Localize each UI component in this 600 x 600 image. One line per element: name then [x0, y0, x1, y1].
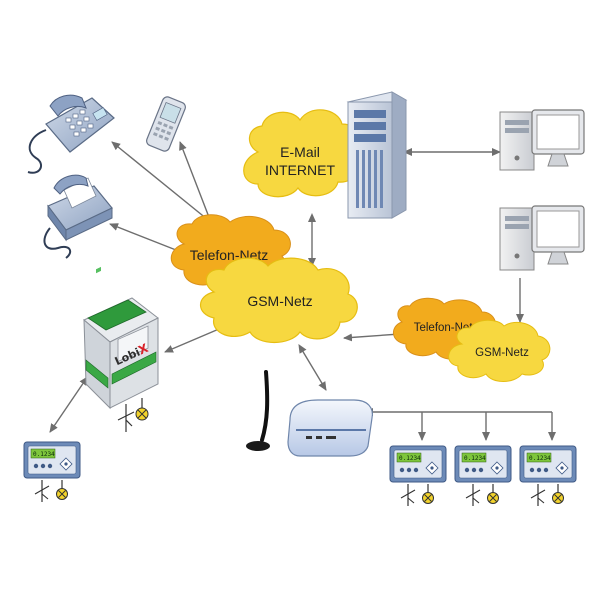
fax-machine-icon: [43, 174, 113, 259]
meter-display-value: 0.1234: [33, 451, 55, 458]
mobile-phone-icon: [146, 96, 186, 152]
arrow-to-mobile: [179, 141, 213, 226]
meter-group: 0.1234 0.1234 0.1234 0.1234: [23, 441, 577, 506]
gsm-antenna-icon: [246, 370, 270, 451]
desktop-pc-icon-top: [499, 109, 585, 171]
lobix-controller-icon: Lobi X: [83, 266, 159, 432]
panel-meter-3-icon: 0.1234: [519, 445, 577, 506]
connections: [49, 141, 556, 441]
server-tower-icon: [346, 91, 408, 219]
gsm-modem-icon: [287, 399, 373, 457]
arrow-gsm-controller: [164, 323, 233, 353]
arrow-controller-meter: [49, 376, 88, 433]
meter-display-value: 0.1234: [529, 455, 551, 462]
desktop-pc-icon-bottom: [499, 205, 585, 271]
cloud-gsm-netz: GSM-Netz: [199, 257, 358, 343]
gsm-netz-small-label: GSM-Netz: [475, 347, 529, 359]
arrow-small-cloud-to-gsm: [343, 333, 401, 342]
gsm-netz-label: GSM-Netz: [247, 293, 312, 309]
panel-meter-1-icon: 0.1234: [389, 445, 447, 506]
cloud-email-internet: E-Mail INTERNET: [243, 109, 361, 198]
cloud-gsm-netz-small: GSM-Netz: [448, 319, 551, 382]
arrow-to-deskphone: [111, 141, 219, 229]
arrow-to-fax: [109, 223, 177, 251]
arrow-gsm-modem: [298, 343, 327, 391]
email-label-line1: E-Mail: [280, 144, 320, 160]
panel-meter-2-icon: 0.1234: [454, 445, 512, 506]
meter-display-value: 0.1234: [399, 455, 421, 462]
meter-display-value: 0.1234: [464, 455, 486, 462]
email-label-line2: INTERNET: [265, 162, 335, 178]
panel-meter-left-icon: 0.1234: [23, 441, 81, 502]
desk-phone-icon: [27, 94, 115, 174]
